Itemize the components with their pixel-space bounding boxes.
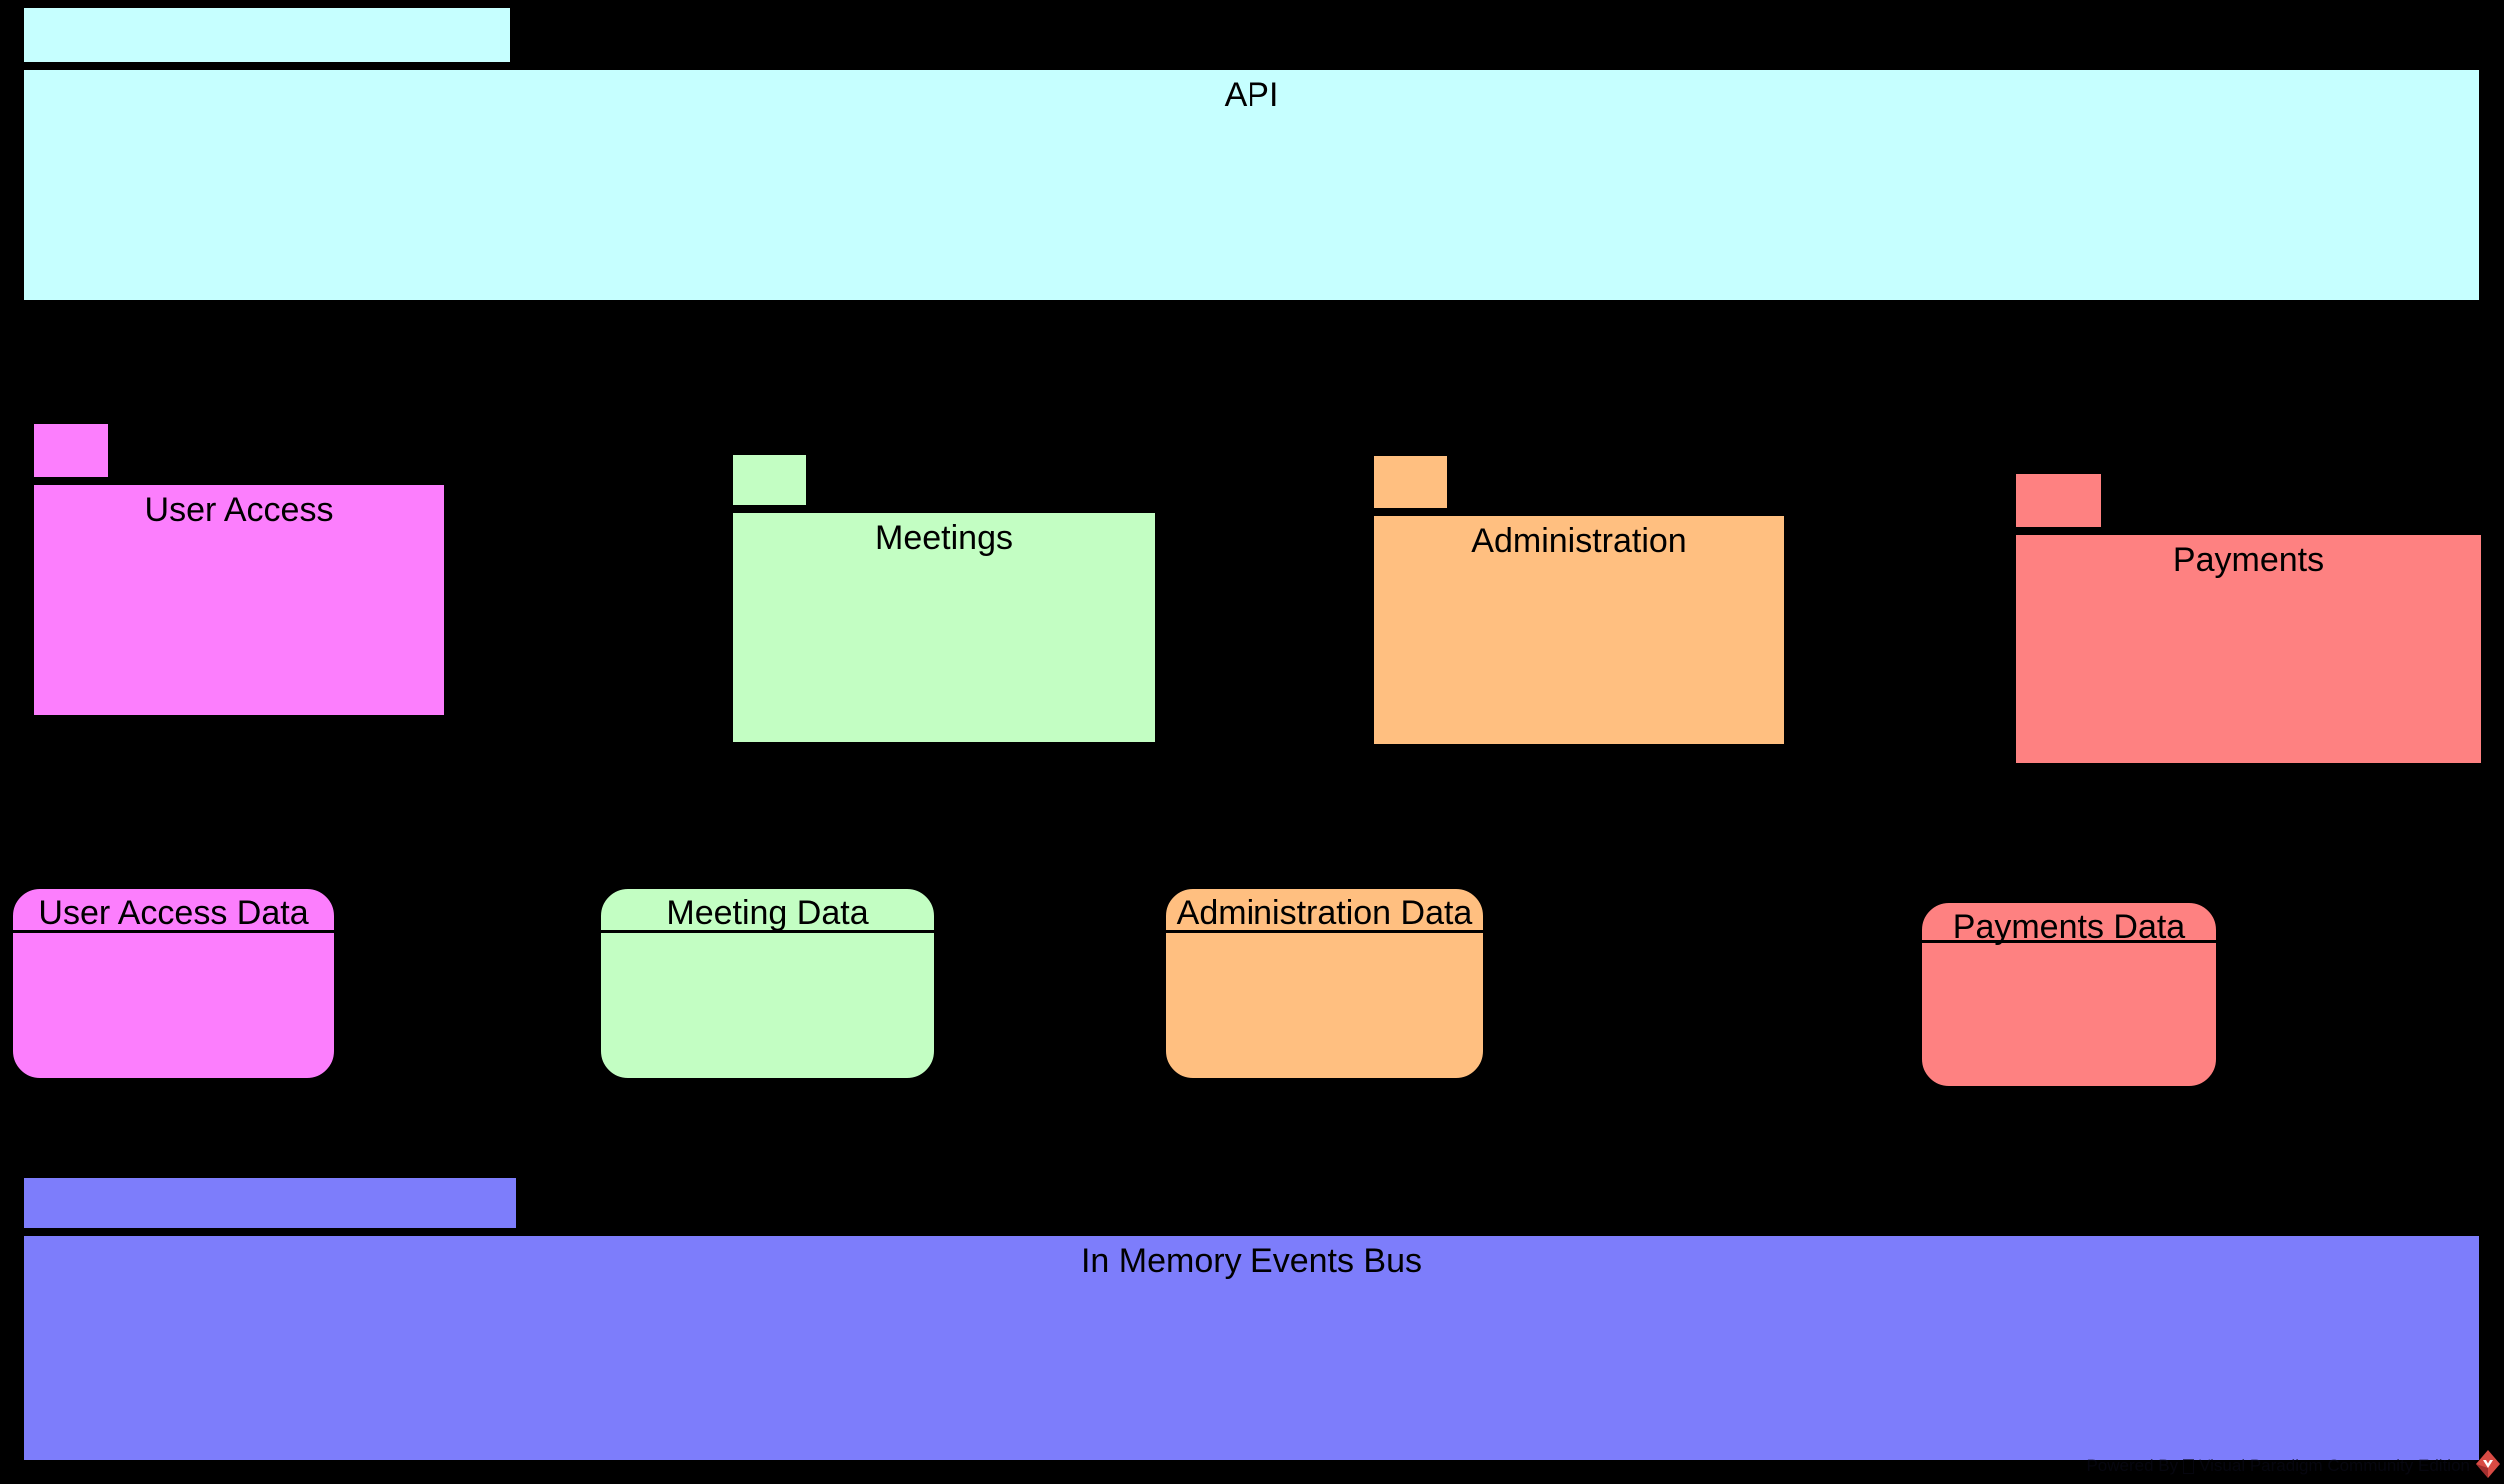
package-administration-label: Administration: [1471, 522, 1687, 560]
datastore-user-access-data[interactable]: User Access Data: [10, 886, 337, 1081]
package-user-access-tab[interactable]: [32, 422, 110, 479]
package-api-label: API: [1224, 76, 1279, 114]
watermark-text-suffix: Visual Paradigm Community Edition: [2199, 1456, 2470, 1475]
datastore-meeting-data[interactable]: Meeting Data: [598, 886, 937, 1081]
package-events-bus-label: In Memory Events Bus: [1080, 1242, 1422, 1280]
package-meetings-tab[interactable]: [731, 453, 808, 507]
package-events-bus[interactable]: In Memory Events Bus: [22, 1234, 2481, 1462]
datastore-payments-data[interactable]: Payments Data: [1919, 900, 2219, 1089]
missing-glyph-box: [2183, 1458, 2195, 1474]
datastore-administration-data-header: Administration Data: [1166, 889, 1483, 933]
watermark: Powered By Visual Paradigm Community Edi…: [2086, 1449, 2501, 1484]
datastore-payments-data-header: Payments Data: [1922, 903, 2216, 946]
package-payments-label: Payments: [2172, 541, 2325, 579]
package-meetings[interactable]: Meetings: [731, 511, 1157, 744]
package-meetings-label: Meetings: [875, 519, 1013, 557]
package-user-access[interactable]: User Access: [32, 483, 446, 717]
package-administration-tab[interactable]: [1372, 454, 1449, 510]
datastore-meeting-data-header: Meeting Data: [601, 889, 934, 933]
watermark-text-prefix: Powered By: [2086, 1456, 2179, 1475]
datastore-administration-data-label: Administration Data: [1176, 894, 1473, 932]
visual-paradigm-logo-icon: [2475, 1449, 2501, 1484]
datastore-user-access-data-label: User Access Data: [38, 894, 309, 932]
package-api-tab[interactable]: [22, 6, 512, 64]
package-api[interactable]: API: [22, 68, 2481, 302]
datastore-meeting-data-label: Meeting Data: [666, 894, 869, 932]
datastore-payments-data-label: Payments Data: [1952, 908, 2186, 946]
datastore-user-access-data-header: User Access Data: [13, 889, 334, 933]
package-administration[interactable]: Administration: [1372, 514, 1786, 746]
package-payments-tab[interactable]: [2014, 472, 2103, 529]
package-events-bus-tab[interactable]: [22, 1176, 518, 1230]
package-payments[interactable]: Payments: [2014, 533, 2483, 765]
datastore-administration-data[interactable]: Administration Data: [1163, 886, 1486, 1081]
package-user-access-label: User Access: [144, 491, 334, 529]
